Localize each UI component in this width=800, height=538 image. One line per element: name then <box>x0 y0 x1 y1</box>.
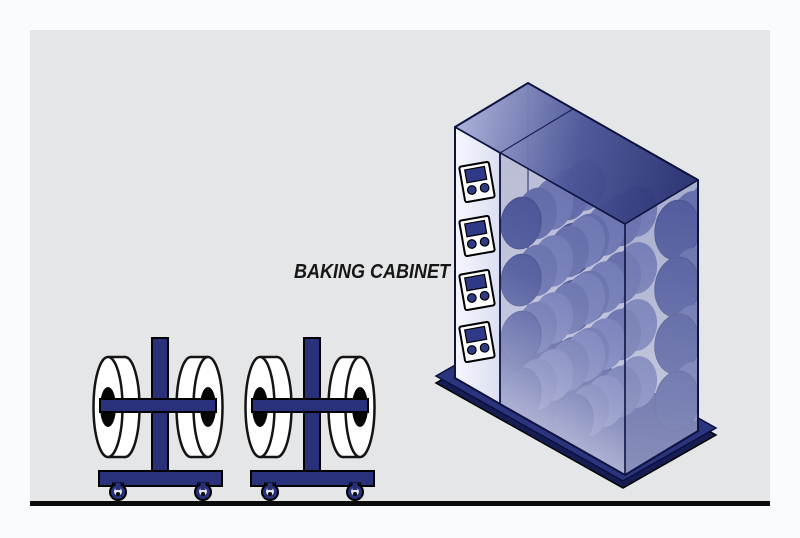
cabinet-top-face <box>455 83 698 224</box>
control-panel <box>458 160 496 204</box>
cabinet-edges <box>454 81 699 477</box>
baking-cabinet <box>434 81 718 489</box>
control-panel-column <box>454 125 501 406</box>
control-panel <box>458 320 496 364</box>
spool-cart-1 <box>92 336 224 502</box>
cabinet-right-glass <box>625 180 698 475</box>
spool-cart-2 <box>244 336 376 502</box>
cabinet-front-glass <box>500 153 625 475</box>
control-panel <box>458 268 496 312</box>
scene-label: BAKING CABINET <box>294 261 451 283</box>
control-panel <box>458 214 496 258</box>
floor-line <box>30 501 770 506</box>
